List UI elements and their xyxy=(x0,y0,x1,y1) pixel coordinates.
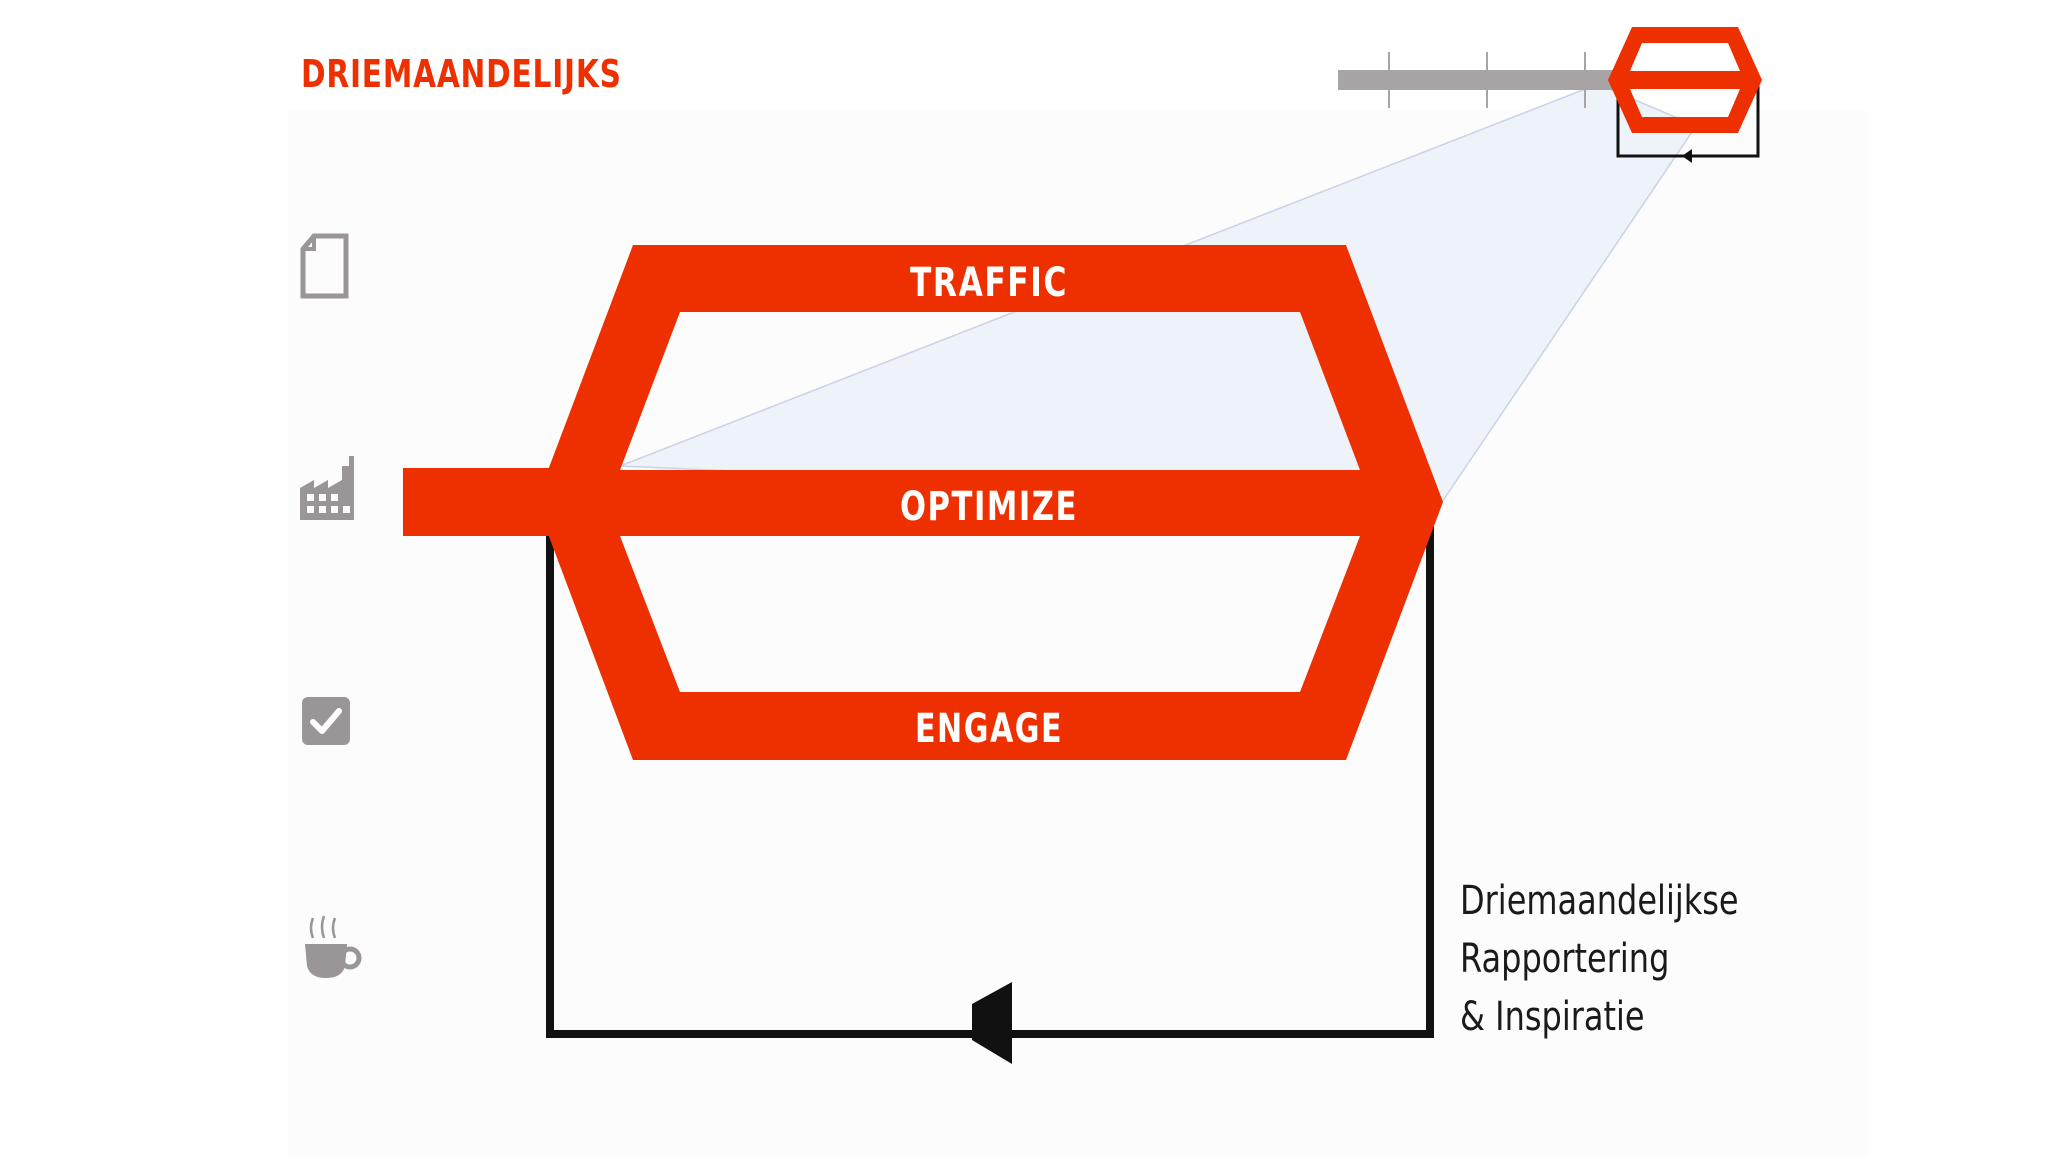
loop-caption: Driemaandelijkse Rapportering & Inspirat… xyxy=(1460,872,1739,1046)
hexagon-ring xyxy=(536,245,1443,760)
page-title: DRIEMAANDELIJKS xyxy=(301,52,622,96)
document-icon xyxy=(300,233,349,299)
feedback-loop-line xyxy=(546,516,1434,1038)
coffee-cup-icon xyxy=(305,915,362,978)
segment-label-engage: ENGAGE xyxy=(915,706,1063,752)
segment-label-optimize: OPTIMIZE xyxy=(900,484,1078,530)
caption-line-1: Driemaandelijkse xyxy=(1460,878,1739,924)
caption-line-2: Rapportering xyxy=(1460,936,1670,982)
checkbox-icon xyxy=(302,697,350,745)
feedback-arrow-icon xyxy=(972,982,1012,1064)
mini-hexagon xyxy=(1608,27,1762,133)
mini-cycle-icon xyxy=(1608,27,1762,163)
caption-line-3: & Inspiratie xyxy=(1460,994,1645,1040)
factory-icon xyxy=(300,456,354,520)
timeline-bar xyxy=(1338,70,1628,90)
mini-arrow-icon xyxy=(1682,149,1692,163)
timeline xyxy=(1338,52,1628,108)
segment-label-traffic: TRAFFIC xyxy=(910,260,1068,306)
